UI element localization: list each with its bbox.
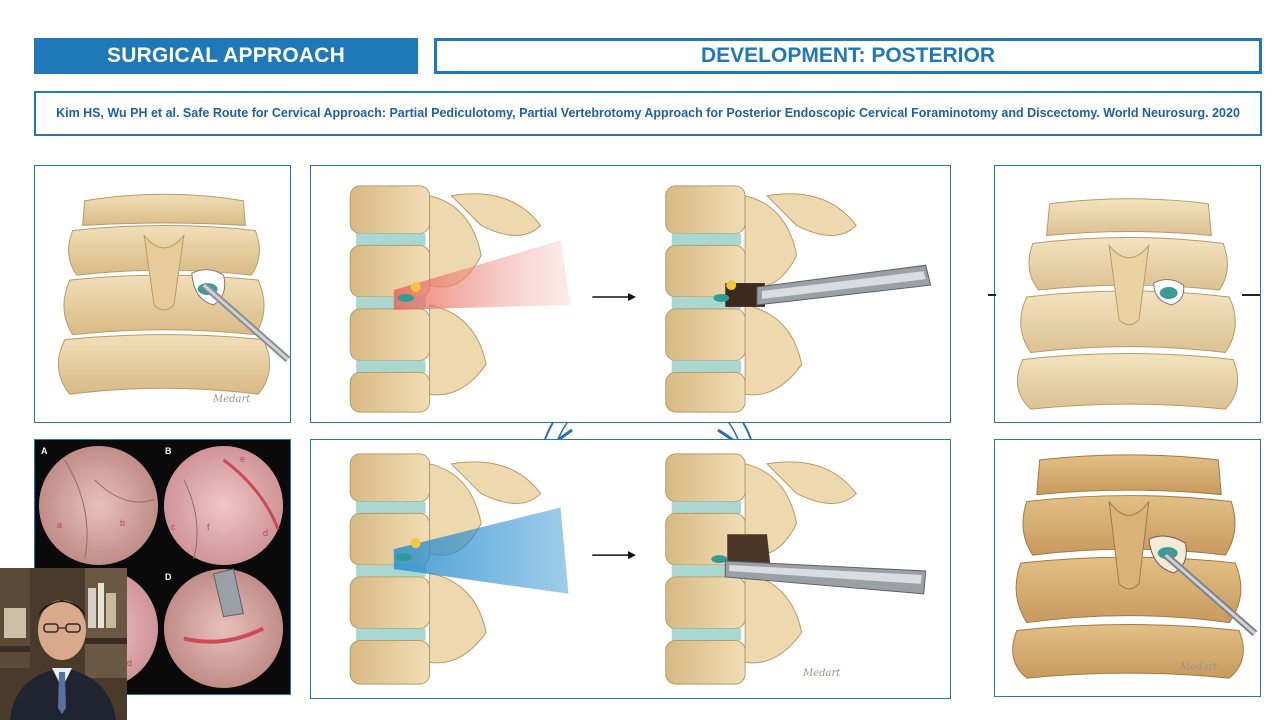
watermark-medart-2: Medart [803,668,841,679]
region-label-f: f [207,522,210,532]
section-title-development-posterior: DEVELOPMENT: POSTERIOR [434,38,1262,74]
connector-tick-left [988,294,996,296]
figure-posterior-view-foramen [994,165,1261,423]
region-label-e: e [240,454,246,464]
endoscopic-panel-label-d: D [165,572,172,582]
endoscopic-grid: A B C D a b c f d e d [35,440,290,694]
watermark-medart-3: Medart [1180,662,1218,673]
watermark-medart: Medart [213,394,251,405]
region-label-d2: d [127,658,133,668]
connector-tick-right [1242,294,1260,296]
region-label-a: a [57,520,63,530]
section-title-surgical-approach: SURGICAL APPROACH [34,38,418,74]
region-label-b: b [120,518,126,528]
presenter-webcam [0,568,127,720]
endoscopic-panel-label-a: A [41,446,48,456]
figure-lateral-red-trajectory [310,165,951,423]
background-seal-logo [528,418,768,444]
figure-posterior-view-endoscope-2: Medart [994,439,1261,697]
reference-citation-text: Kim HS, Wu PH et al. Safe Route for Cerv… [56,105,1240,120]
endoscopic-panel-label-b: B [165,446,172,456]
figure-lateral-blue-trajectory: Medart [310,439,951,699]
region-label-c: c [171,522,176,532]
reference-citation-box: Kim HS, Wu PH et al. Safe Route for Cerv… [34,91,1262,136]
figure-posterior-view-endoscope: Medart [34,165,291,423]
region-label-d: d [263,528,269,538]
